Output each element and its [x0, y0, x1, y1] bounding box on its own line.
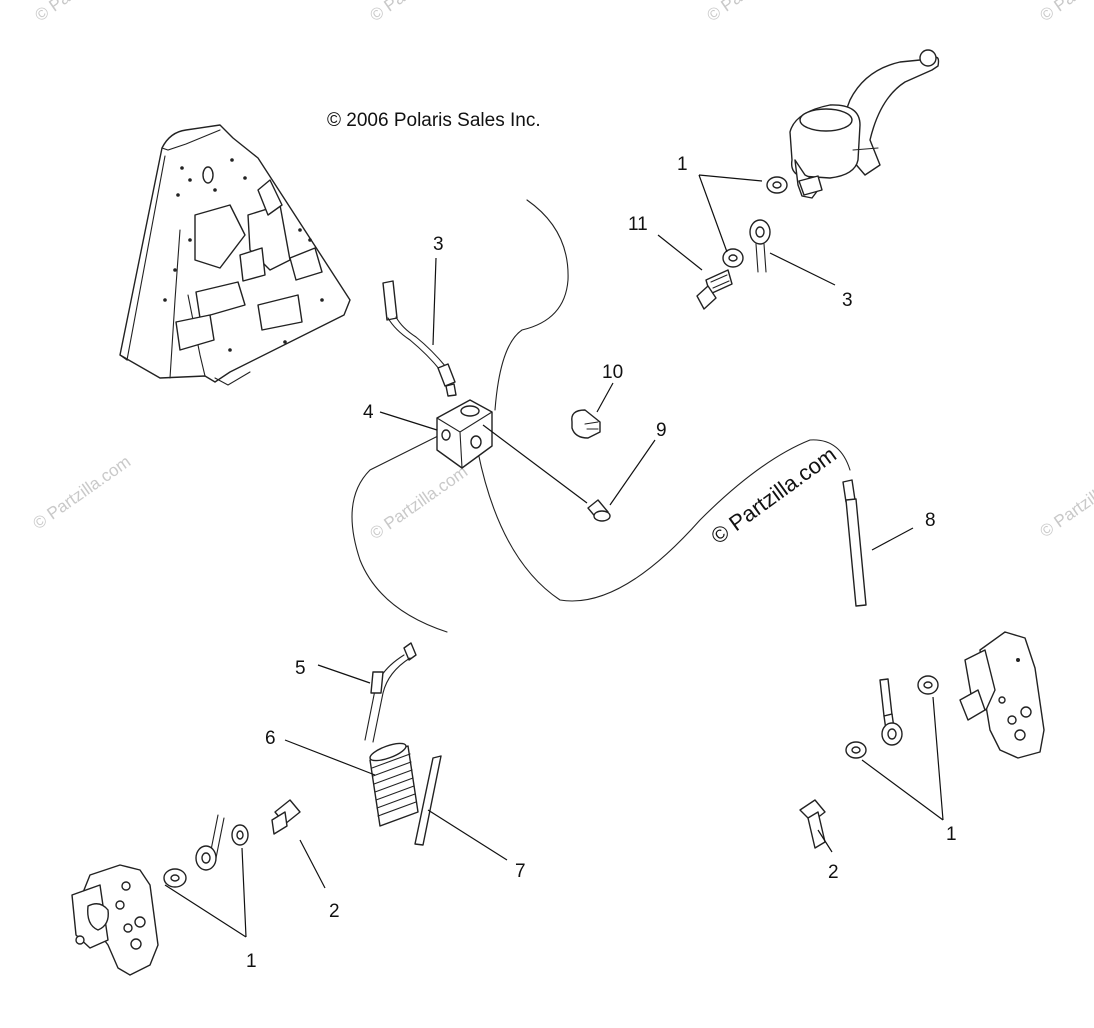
callout-1-top: 1: [677, 154, 688, 175]
callout-1-right: 1: [946, 824, 957, 845]
master-cylinder: [789, 49, 940, 199]
callout-6: 6: [265, 728, 276, 749]
left-hardware: [163, 799, 301, 888]
callout-3-right: 3: [842, 290, 853, 311]
watermark-faint: © Partzilla.com: [703, 0, 808, 25]
callout-2-right: 2: [828, 862, 839, 883]
watermark-faint: © Partzilla.com: [366, 0, 471, 25]
callout-10: 10: [602, 362, 623, 383]
callout-2-left: 2: [329, 901, 340, 922]
screw-9: [587, 499, 611, 522]
brake-line: [351, 199, 851, 633]
callout-4: 4: [363, 402, 374, 423]
copyright-text: © 2006 Polaris Sales Inc.: [327, 110, 541, 131]
callout-labels: 1 11 3 3 10 4 9 8 5 6 7 2 1 1 2: [246, 154, 957, 972]
watermark-faint: © Partzilla.com: [29, 452, 134, 533]
bolt-11: [696, 269, 733, 310]
hose-5: [364, 642, 417, 743]
watermark-faint: © Partzilla.com: [366, 462, 471, 543]
pin-7: [414, 755, 442, 846]
watermark-faint: © Partzilla.com: [1036, 0, 1094, 25]
callout-5: 5: [295, 658, 306, 679]
watermark-faint: © Partzilla.com: [31, 0, 136, 25]
chassis-plate: [119, 124, 351, 386]
top-washers: [722, 176, 788, 273]
leader-lines: [164, 174, 944, 938]
chassis-holes: [163, 158, 324, 352]
distribution-block: [436, 399, 493, 469]
callout-1-left: 1: [246, 951, 257, 972]
callout-7: 7: [515, 861, 526, 882]
spring-coils: [371, 753, 417, 817]
spring-6: [369, 742, 419, 827]
hose-3-left: [382, 280, 457, 397]
right-hardware: [799, 675, 939, 849]
callout-8: 8: [925, 510, 936, 531]
right-caliper: [959, 631, 1045, 759]
callout-3-left: 3: [433, 234, 444, 255]
hose-8: [842, 479, 896, 738]
callout-11: 11: [628, 214, 648, 235]
bolt-10: [571, 409, 601, 439]
callout-9: 9: [656, 420, 667, 441]
watermark-faint: © Partzilla.com: [1036, 460, 1094, 541]
left-caliper: [71, 864, 159, 976]
